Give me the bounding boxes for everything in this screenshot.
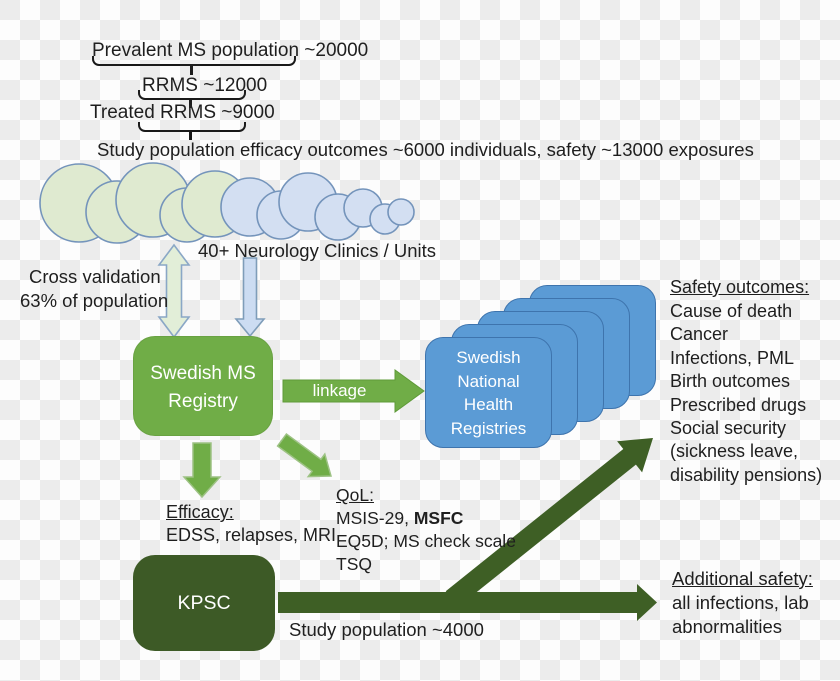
kpsc-box: KPSC (133, 555, 275, 651)
treated-rrms-label: Treated RRMS ~9000 (90, 102, 275, 123)
rrms-label: RRMS ~12000 (142, 75, 268, 96)
bracket-rrms (138, 90, 246, 100)
efficacy-measures-label: EDSS, relapses, MRI (166, 525, 337, 545)
clinics-circle-cluster (39, 162, 415, 244)
kpsc-to-additional-safety-arrow (278, 584, 657, 621)
safety-outcomes-title: Safety outcomes: (670, 277, 810, 297)
linkage-label: linkage (312, 381, 367, 400)
safety-outcomes-list: Cause of death Cancer Infections, PML Bi… (670, 300, 822, 487)
bracket-treated (138, 122, 246, 132)
safety-outcomes-item: (sickness leave, (670, 441, 799, 462)
registry-to-qol-arrow (276, 432, 332, 478)
safety-outcomes-item: Prescribed drugs (670, 394, 807, 415)
safety-outcomes-item: Cancer (670, 324, 729, 345)
efficacy-title: Efficacy: (166, 502, 234, 522)
qol-title: QoL: (336, 485, 374, 505)
ms-registry-label-line2: Registry (168, 391, 238, 412)
safety-outcomes-item: Infections, PML (670, 347, 795, 368)
neurology-clinics-label: 40+ Neurology Clinics / Units (198, 240, 437, 261)
ms-registry-box: Swedish MS Registry (133, 336, 273, 436)
additional-safety-line2: abnormalities (672, 616, 783, 637)
qol-line2: EQ5D; MS check scale (336, 531, 516, 551)
kpsc-study-population-label: Study population ~4000 (289, 619, 484, 640)
clinics-to-registry-arrow (234, 257, 266, 338)
national-registries-label-line2: National (457, 371, 520, 391)
bracket-tick (190, 64, 193, 75)
bracket-prevalent (92, 56, 296, 66)
registry-to-efficacy-arrow (182, 442, 222, 499)
national-registries-box: Swedish National Health Registries (425, 337, 552, 448)
safety-outcomes-item: Cause of death (670, 301, 793, 321)
kpsc-label: KPSC (177, 592, 231, 614)
bracket-tick (189, 130, 192, 140)
qol-msis-label: MSIS-29, (336, 508, 414, 528)
qol-msfc-label: MSFC (413, 508, 464, 528)
national-registries-label-line1: Swedish (456, 348, 521, 367)
kpsc-to-safety-arrow (445, 438, 653, 607)
clinic-circle-blue (387, 198, 415, 226)
national-registries-label-line4: Registries (450, 418, 527, 438)
cross-validation-label-line2: 63% of population (20, 290, 169, 311)
ms-registry-label-line1: Swedish MS (150, 363, 256, 384)
qol-line3: TSQ (336, 554, 372, 574)
safety-outcomes-item: disability pensions) (670, 464, 823, 485)
national-registries-label-line3: Health (463, 395, 514, 414)
linkage-arrow (282, 369, 425, 413)
safety-outcomes-item: Birth outcomes (670, 371, 791, 392)
qol-line1: MSIS-29, MSFC (336, 508, 463, 529)
cross-validation-label-line1: Cross validation (29, 266, 161, 287)
additional-safety-line1: all infections, lab (672, 592, 809, 613)
additional-safety-title: Additional safety: (672, 568, 813, 589)
bracket-tick (189, 98, 192, 108)
prevalent-population-label: Prevalent MS population ~20000 (92, 40, 369, 61)
safety-outcomes-item: Social security (670, 418, 787, 439)
study-population-summary-label: Study population efficacy outcomes ~6000… (97, 139, 754, 160)
